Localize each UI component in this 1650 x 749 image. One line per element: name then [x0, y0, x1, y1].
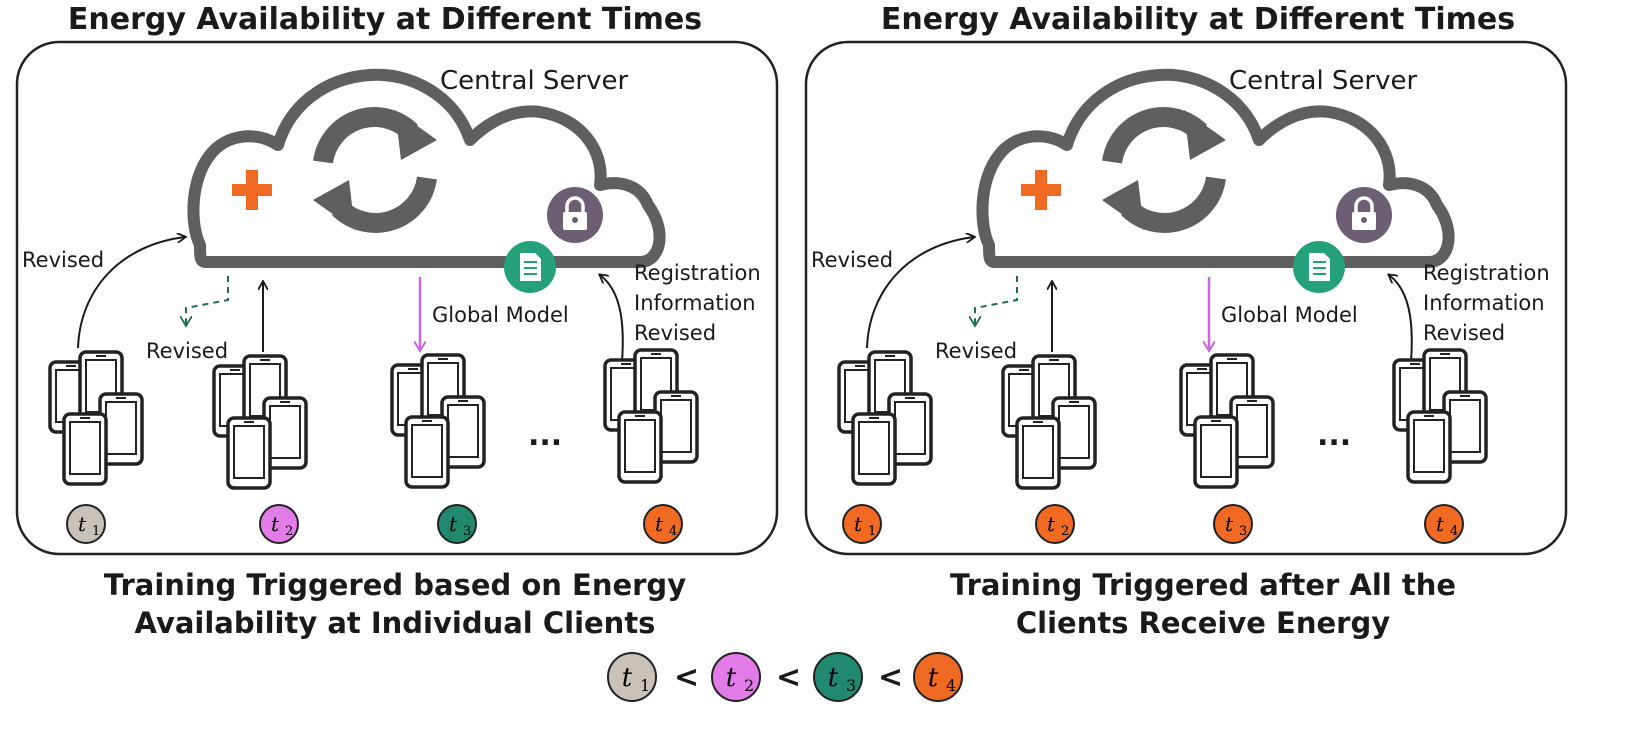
panel-2-registration-label: Registration Information Revised	[1423, 261, 1550, 345]
p1-t4-sub: 4	[669, 524, 677, 539]
panel-2-phones-1	[839, 352, 931, 484]
panel-1-phones-3	[392, 355, 484, 487]
panel-2-server-label: Central Server	[1229, 66, 1418, 96]
panel-2-global-model-label: Global Model	[1221, 303, 1358, 327]
panel-1-document-icon	[503, 240, 557, 294]
panel-2-registration-arrow	[1389, 275, 1413, 363]
p1-t2-sub: 2	[285, 524, 293, 539]
panel-2-frame	[804, 40, 1568, 556]
legend-separator-3: <	[878, 660, 904, 695]
panel-2-left-revised-label: Revised	[811, 248, 894, 272]
svg-text:t: t	[1047, 512, 1056, 536]
svg-text:1: 1	[868, 524, 876, 539]
svg-text:t: t	[1436, 512, 1445, 536]
panel-1-server-label: Central Server	[440, 66, 629, 96]
svg-text:3: 3	[846, 676, 856, 695]
panel-1-caption: Training Triggered based on Energy Avail…	[103, 568, 687, 640]
svg-text:2: 2	[1061, 524, 1069, 539]
svg-text:t: t	[854, 512, 863, 536]
panel-1-phones-1	[50, 352, 142, 484]
panel-1-global-model-label: Global Model	[432, 303, 569, 327]
panel-2-revised-arrow	[866, 237, 974, 349]
panel-2-caption: Training Triggered after All the Clients…	[949, 568, 1457, 640]
panel-2-dashed-revised-label: Revised	[935, 339, 1018, 363]
legend-separator-1: <	[674, 660, 700, 695]
panel-1-phones-4	[605, 350, 697, 482]
svg-text:1: 1	[640, 676, 650, 695]
panel-1-frame	[15, 40, 779, 556]
svg-text:t: t	[726, 663, 737, 693]
panel-2-title: Energy Availability at Different Times	[880, 2, 1516, 37]
svg-text:t: t	[928, 663, 939, 693]
p1-t1-sub: 1	[92, 524, 100, 539]
panel-2-ellipsis: ...	[1317, 418, 1352, 453]
panel-1-left-revised-label: Revised	[22, 248, 105, 272]
svg-text:4: 4	[946, 676, 956, 695]
p1-t2-label: t	[271, 512, 280, 536]
p1-t3-label: t	[449, 512, 458, 536]
panel-1-revised-arrow	[77, 237, 185, 349]
p1-t1-label: t	[78, 512, 87, 536]
panel-1-dashed-revised-label: Revised	[146, 339, 229, 363]
svg-text:t: t	[1225, 512, 1234, 536]
svg-text:t: t	[828, 663, 839, 693]
panel-1-lock-icon	[545, 185, 605, 245]
panel-2-document-icon	[1292, 240, 1346, 294]
p1-t4-label: t	[655, 512, 664, 536]
svg-text:t: t	[622, 663, 633, 693]
panel-1-ellipsis: ...	[528, 418, 563, 453]
legend-separator-2: <	[776, 660, 802, 695]
panel-1-dashed-arrow	[186, 276, 229, 325]
svg-text:3: 3	[1239, 524, 1247, 539]
svg-text:2: 2	[744, 676, 754, 695]
panel-1-phones-2	[214, 356, 306, 488]
panel-2-phones-2	[1003, 356, 1095, 488]
panel-2-phones-3	[1181, 355, 1273, 487]
p1-t3-sub: 3	[463, 524, 471, 539]
svg-text:4: 4	[1450, 524, 1458, 539]
panel-2-dashed-arrow	[975, 276, 1018, 325]
panel-1-title: Energy Availability at Different Times	[67, 2, 703, 37]
panel-1-registration-arrow	[600, 275, 624, 363]
panel-2-lock-icon	[1334, 185, 1394, 245]
panel-1-registration-label: Registration Information Revised	[634, 261, 761, 345]
panel-2-phones-4	[1394, 350, 1486, 482]
